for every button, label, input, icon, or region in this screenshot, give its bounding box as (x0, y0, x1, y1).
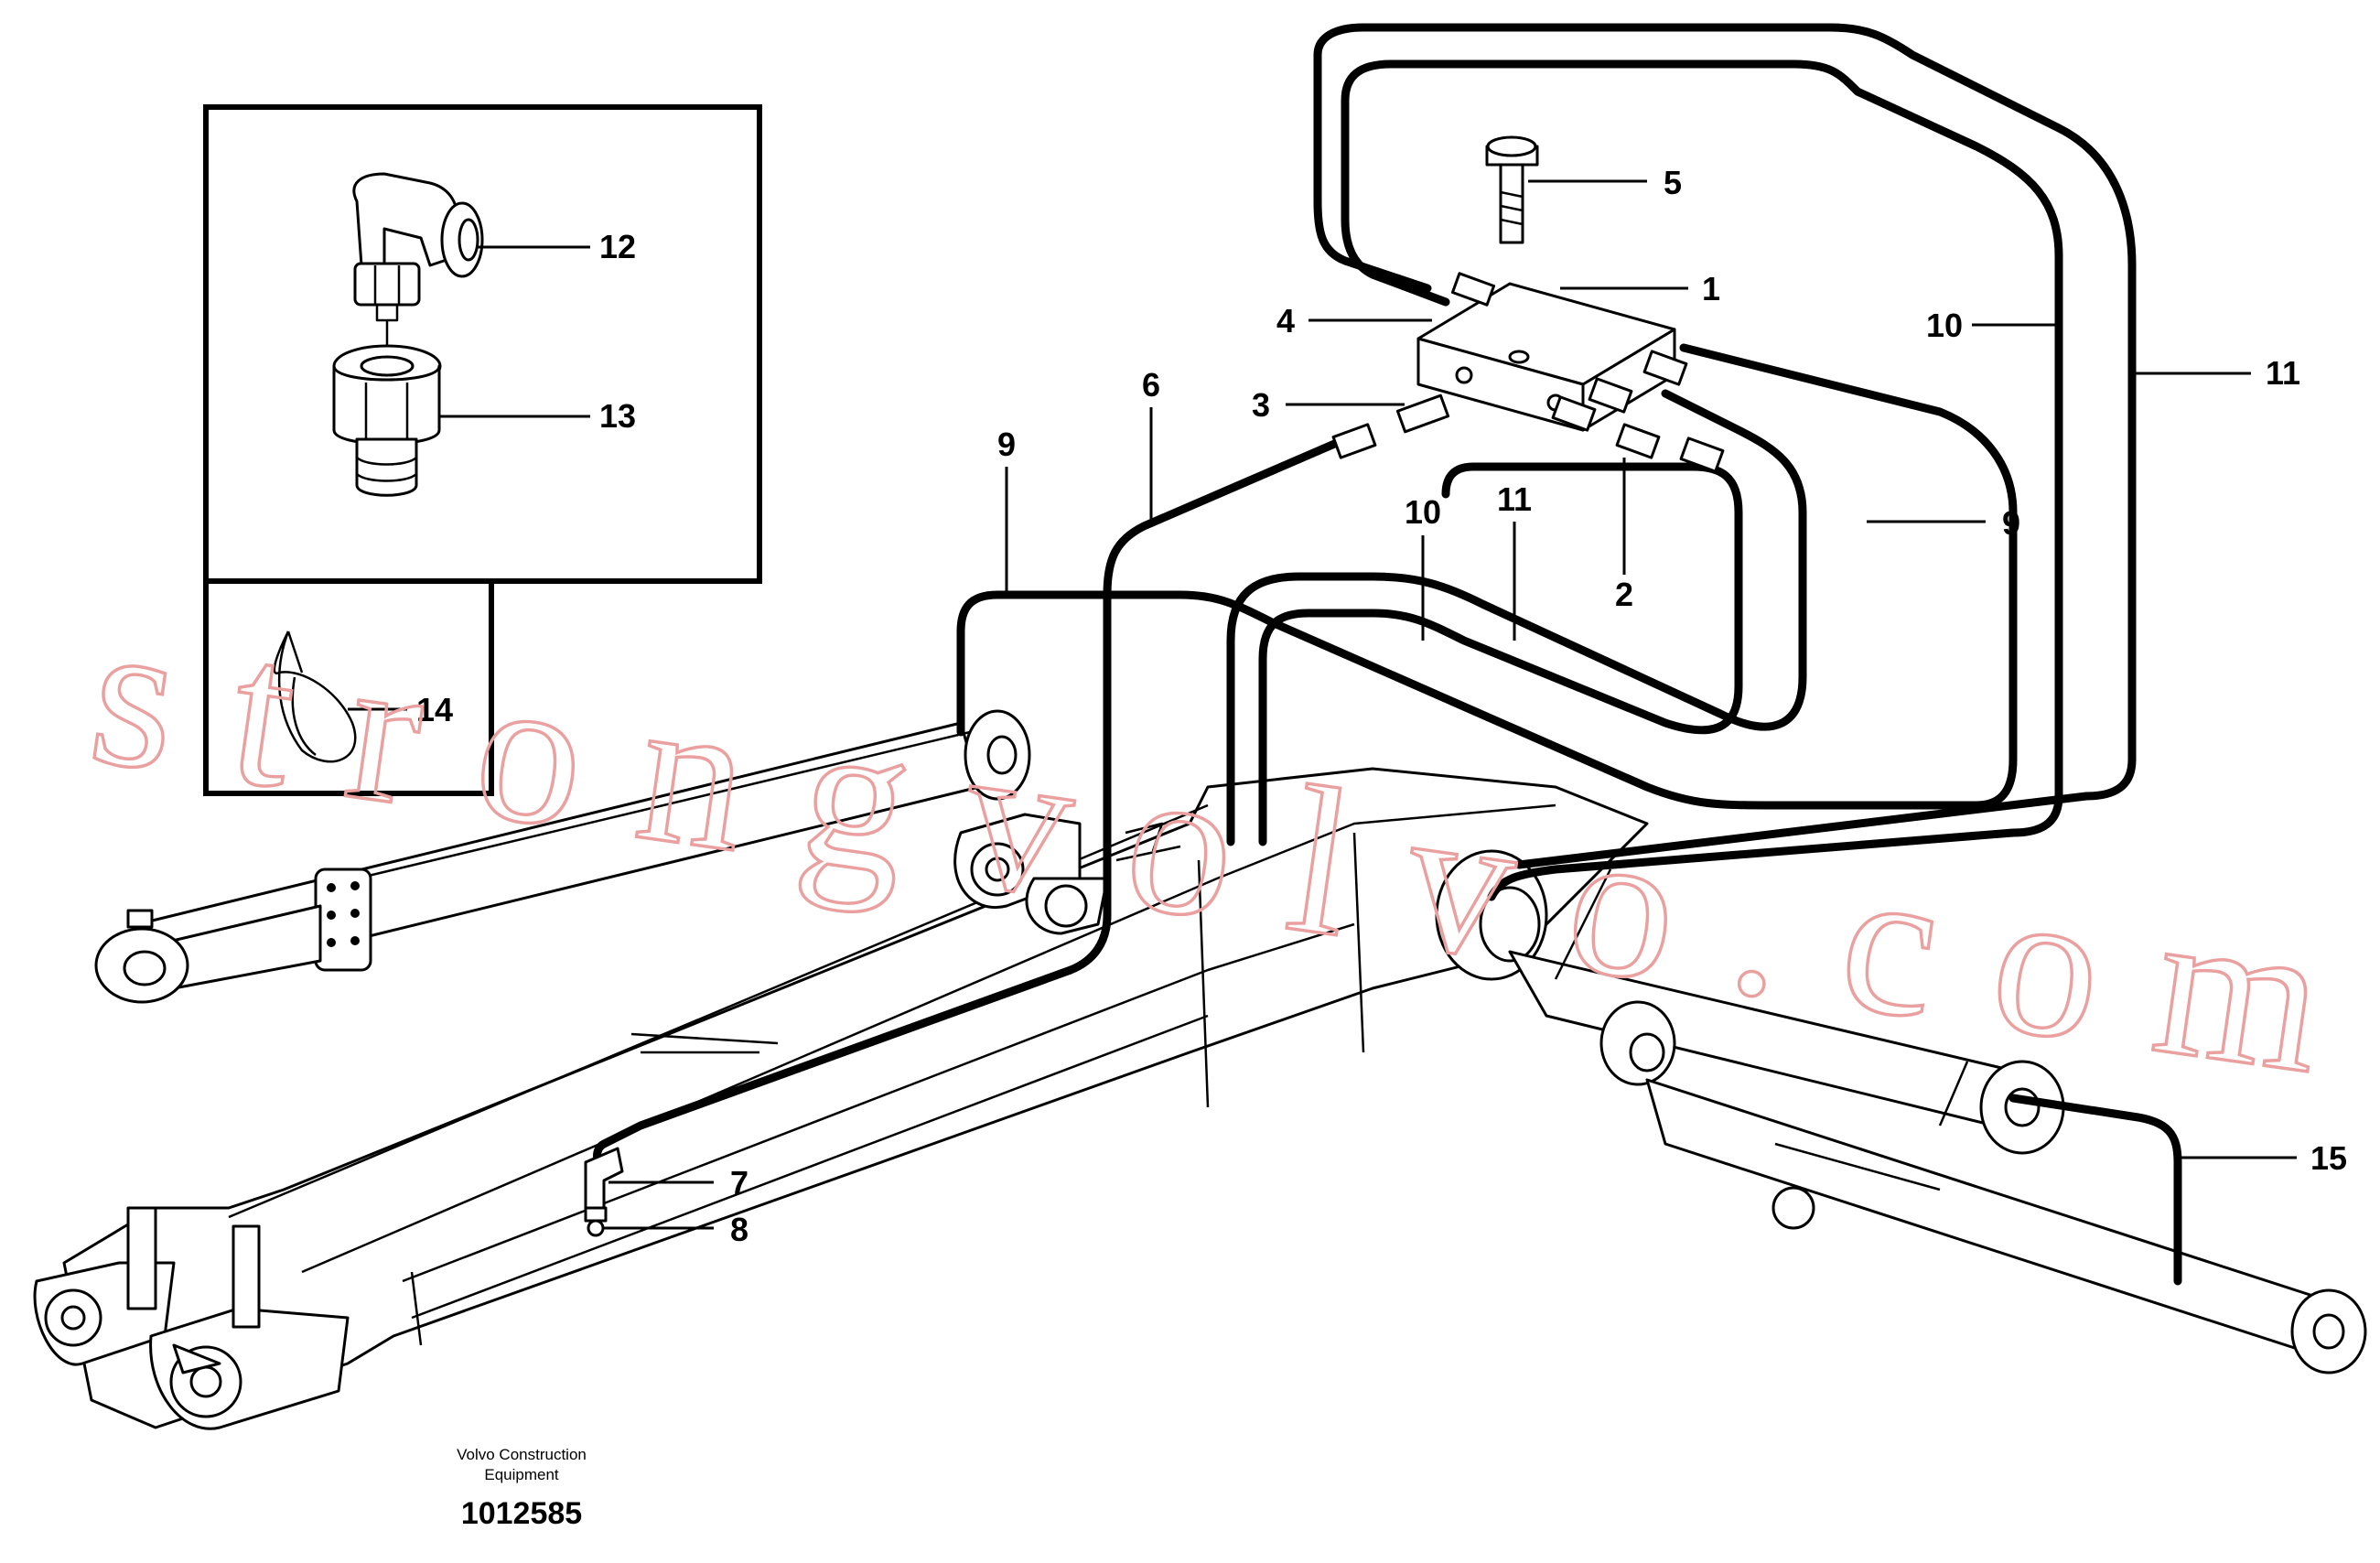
fitting-2b (1615, 423, 1661, 459)
hose-11 (1226, 389, 1807, 819)
boom-bracket-detail (1115, 822, 1181, 862)
elbow-fitting-12 (352, 172, 459, 267)
bolt-5-thread (1500, 190, 1524, 226)
leader-lines (348, 179, 2297, 1230)
hose-10-upper (1341, 59, 2063, 901)
hose-15 (2008, 1094, 2182, 1286)
rod-eye-nipple (126, 909, 154, 929)
inset-box-14 (203, 578, 494, 796)
adapter-13-hex (332, 364, 441, 446)
callout-10a: 10 (1405, 493, 1441, 531)
fitting-8-body (584, 1206, 608, 1223)
inset-box-12-13 (203, 104, 762, 584)
boom-plates (410, 832, 1365, 1346)
callout-3: 3 (1252, 386, 1270, 424)
fitting-8-nipple (587, 1219, 605, 1237)
boom-foot-bracket-1 (126, 1206, 157, 1310)
fitting-2c (1679, 437, 1725, 473)
grease-point-7-8 (584, 1147, 624, 1237)
adapter-13-bore (360, 355, 415, 377)
hose-11-upper (1313, 23, 2137, 869)
boom-foot-bracket-2 (232, 1224, 261, 1329)
callout-labels: 1 2 3 4 5 6 7 8 9 9 10 10 11 11 12 13 14… (416, 164, 2347, 1248)
callout-11b: 11 (2266, 354, 2300, 392)
callout-10b: 10 (1926, 307, 1963, 344)
flange-bolt-4 (350, 909, 360, 918)
boom-foot-wedge (172, 1343, 221, 1374)
flange-bolt-3 (327, 911, 336, 920)
arm-cylinder-head-bore (986, 735, 1018, 775)
arm-cylinder-flange (314, 868, 372, 972)
fitting-4 (1450, 272, 1496, 307)
lift-arm-upper-bore (2004, 1087, 2041, 1127)
hose-6 (593, 435, 1350, 1176)
credit-line-1: Volvo Construction (457, 1446, 587, 1463)
boom-pivot-bushing-inner (1479, 886, 1541, 963)
hose-stubs (1226, 782, 1267, 846)
callout-9a: 9 (997, 426, 1016, 463)
boom-assembly (33, 709, 2367, 1430)
fitting-2a (1551, 395, 1597, 432)
elbow-12-nut (353, 262, 421, 307)
distribution-block (1331, 135, 1725, 473)
inset-frame-top (203, 104, 762, 584)
callout-15: 15 (2310, 1139, 2347, 1177)
document-number: 1012585 (461, 1496, 582, 1531)
lift-arm-pin (1772, 1186, 1815, 1230)
flange-bolt-1 (327, 883, 336, 892)
callout-12: 12 (599, 228, 636, 265)
hose-10 (1258, 462, 1743, 810)
adapter-13-shank-rings (356, 456, 417, 482)
callout-1: 1 (1702, 270, 1720, 307)
boom-bracket-bore (985, 857, 1010, 882)
callout-9b: 9 (2002, 504, 2020, 542)
elbow-12-bore (458, 218, 479, 262)
boom-bracket-pin-2 (1044, 884, 1088, 928)
boom-lower-edge (402, 922, 1355, 1320)
bolt-5-shank (1499, 154, 1524, 244)
callout-5: 5 (1664, 164, 1682, 201)
flange-bolt-5 (327, 938, 336, 947)
arm-cylinder-line (356, 730, 971, 880)
elbow-12-nut-lines (373, 265, 401, 305)
flange-bolt-6 (350, 936, 360, 945)
hose-9 (956, 343, 2018, 810)
callout-2: 2 (1615, 576, 1633, 613)
lift-arm-detail (1554, 868, 1969, 1191)
adapter-13-hex-lines (364, 383, 409, 444)
lift-arm-lower-bore (2312, 1313, 2345, 1350)
callout-14: 14 (416, 691, 453, 728)
cable-tie-14 (273, 631, 357, 763)
fitting-side-2 (1588, 377, 1633, 414)
boom-foot-bore-right (189, 1365, 222, 1398)
credit-line-2: Equipment (484, 1466, 559, 1483)
block-port-1 (1455, 366, 1473, 384)
boom-foot-bore-left (60, 1305, 86, 1331)
callout-11a: 11 (1497, 480, 1532, 518)
callout-8: 8 (730, 1211, 748, 1248)
title-block: Volvo Construction Equipment 1012585 (457, 1446, 587, 1531)
fitting-side-1 (1642, 350, 1688, 386)
block-bolt-hole (1508, 350, 1530, 364)
inset-frame-bottom (203, 578, 494, 796)
bolt-5-cap (1486, 135, 1537, 157)
hose-end-3 (1331, 423, 1377, 459)
callout-6: 6 (1142, 366, 1160, 404)
fitting-3 (1395, 393, 1450, 434)
callout-7: 7 (730, 1164, 748, 1202)
flange-bolt-2 (350, 881, 360, 890)
callout-13: 13 (599, 397, 636, 435)
adapter-13-shank (355, 437, 418, 497)
arm-cylinder-rod-eye-bore (123, 950, 167, 986)
lift-arm-boss-bore (1629, 1032, 1665, 1073)
lubrication-hoses (593, 23, 2182, 1286)
callout-4: 4 (1276, 302, 1295, 340)
elbow-12-thread (375, 303, 399, 322)
cable-tie-14-strap (286, 631, 317, 756)
